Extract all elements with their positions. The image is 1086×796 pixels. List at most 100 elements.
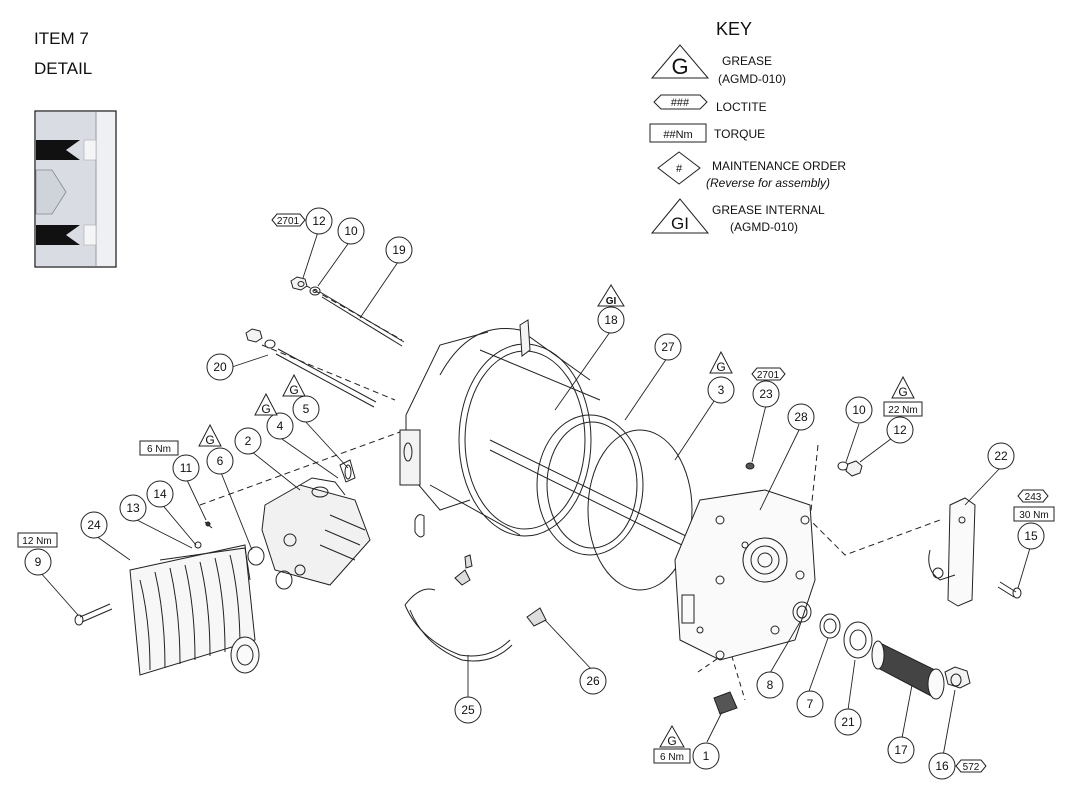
callout-13 — [119, 494, 147, 522]
torque-tag: 22 Nm — [888, 405, 917, 416]
callout-10a — [337, 217, 365, 245]
callout-23 — [752, 380, 780, 408]
grease-tag: G — [261, 402, 270, 416]
callout-number: 6 — [217, 454, 224, 468]
callout-3 — [707, 376, 735, 404]
callout-number: 25 — [461, 703, 475, 717]
grease-internal-tag-shape — [597, 284, 625, 307]
callout-5 — [292, 395, 320, 423]
loctite-tag: 243 — [1025, 492, 1042, 503]
loctite-tag: 2701 — [757, 370, 780, 381]
key-grease-triangle-icon — [650, 44, 710, 79]
key-loctite-symbol: ### — [671, 97, 690, 109]
key-maintenance-note: (Reverse for assembly) — [706, 176, 831, 190]
callout-19 — [385, 236, 413, 264]
callout-12b — [886, 416, 914, 444]
callout-28 — [787, 403, 815, 431]
key-loctite-hexagon-icon — [653, 94, 708, 110]
grease-tag: G — [898, 385, 907, 399]
callout-numbers: 1 2 3 4 5 6 7 8 9 10 10 11 12 12 13 14 1… — [35, 214, 1038, 773]
callout-number: 19 — [392, 243, 406, 257]
callout-24 — [80, 511, 108, 539]
key-grease-internal-triangle-icon — [650, 198, 710, 234]
key-grease-code: (AGMD-010) — [718, 72, 787, 86]
callout-number: 17 — [894, 743, 908, 757]
callout-number: 16 — [935, 759, 949, 773]
callout-number: 12 — [893, 423, 907, 437]
key-heading: KEY — [716, 19, 753, 39]
callout-number: 27 — [661, 340, 675, 354]
callout-2 — [234, 427, 262, 455]
key-grease-internal-label: GREASE INTERNAL — [712, 203, 825, 217]
key-grease-internal-code: (AGMD-010) — [730, 220, 799, 234]
callout-11 — [172, 454, 200, 482]
callout-22 — [987, 442, 1015, 470]
torque-tag: 6 Nm — [660, 752, 684, 763]
callout-6 — [206, 447, 234, 475]
callout-number: 18 — [604, 313, 618, 327]
key-maintenance-diamond-icon — [657, 151, 701, 185]
callout-number: 26 — [586, 674, 600, 688]
key-grease-label: GREASE — [722, 54, 773, 68]
detail-title-line1: ITEM 7 — [34, 29, 89, 48]
grease-tag: G — [667, 734, 676, 748]
callout-number: 10 — [852, 403, 866, 417]
item7-detail-view — [34, 110, 117, 268]
callout-number: 4 — [277, 419, 284, 433]
key-grease-internal-symbol: GI — [671, 214, 689, 233]
callout-12a — [305, 207, 333, 235]
callout-number: 21 — [841, 715, 855, 729]
callout-number: 23 — [759, 387, 773, 401]
callout-number: 10 — [344, 224, 358, 238]
callout-number: 11 — [180, 461, 193, 475]
callout-number: 3 — [718, 383, 725, 397]
callout-number: 8 — [767, 678, 774, 692]
torque-tag: 6 Nm — [147, 444, 171, 455]
grease-tag: G — [716, 360, 725, 374]
callout-number: 15 — [1024, 529, 1038, 543]
grease-tags — [198, 350, 915, 748]
key-torque-label: TORQUE — [714, 127, 766, 141]
leader-lines — [39, 231, 1031, 757]
callout-17 — [887, 736, 915, 764]
callout-number: 5 — [303, 402, 310, 416]
callout-25 — [454, 696, 482, 724]
callout-number: 1 — [703, 749, 710, 763]
loctite-tags — [271, 213, 1049, 773]
callout-number: 24 — [87, 518, 101, 532]
callout-number: 13 — [126, 501, 140, 515]
callout-number: 12 — [312, 214, 326, 228]
key-grease-symbol: G — [671, 54, 688, 79]
callout-number: 7 — [807, 697, 814, 711]
callout-16 — [928, 752, 956, 780]
callout-20 — [206, 353, 234, 381]
callout-number: 22 — [994, 449, 1008, 463]
grease-tag: G — [289, 383, 298, 397]
callout-number: 14 — [153, 487, 167, 501]
callout-4 — [266, 412, 294, 440]
callout-27 — [654, 333, 682, 361]
callout-21 — [834, 708, 862, 736]
callout-15 — [1017, 522, 1045, 550]
torque-tag: 30 Nm — [1019, 510, 1048, 521]
torque-tags — [17, 401, 1055, 764]
callout-9 — [24, 548, 52, 576]
callout-number: 9 — [35, 555, 42, 569]
parts-linework — [74, 276, 1022, 715]
callout-18 — [597, 306, 625, 334]
callout-number: 2 — [245, 434, 252, 448]
grease-internal-tag: GI — [606, 296, 617, 307]
callout-number: 28 — [794, 410, 808, 424]
detail-title-line2: DETAIL — [34, 59, 93, 78]
loctite-tag: 2701 — [277, 216, 300, 227]
callout-10b — [845, 396, 873, 424]
key-maintenance-label: MAINTENANCE ORDER — [712, 159, 847, 173]
key-torque-box-icon — [649, 123, 707, 143]
key-loctite-label: LOCTITE — [716, 100, 767, 114]
key-symbols — [649, 44, 710, 234]
torque-tag: 12 Nm — [22, 536, 51, 547]
loctite-tag: 572 — [963, 762, 980, 773]
callout-8 — [756, 671, 784, 699]
key-torque-symbol: ##Nm — [663, 129, 692, 141]
